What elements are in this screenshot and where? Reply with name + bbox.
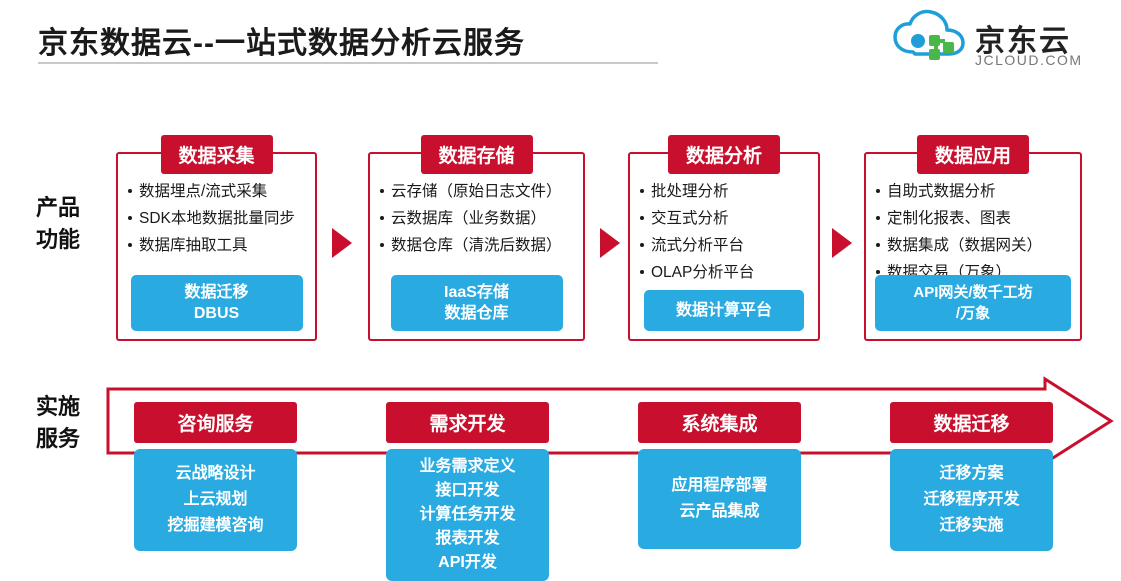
- page-title: 京东数据云--一站式数据分析云服务: [38, 27, 525, 60]
- flow-arrow-1: [332, 228, 352, 258]
- jcloud-logo: 京东云 JCLOUD.COM: [891, 8, 1091, 74]
- service-card-3[interactable]: 系统集成 应用程序部署 云产品集成: [638, 402, 801, 549]
- service-card-1[interactable]: 咨询服务 云战略设计 上云规划 挖掘建模咨询: [134, 402, 297, 551]
- service-item: 业务需求定义: [419, 458, 516, 475]
- stage-chip-line1: IaaS存储: [444, 284, 509, 301]
- service-items-2: 业务需求定义 接口开发 计算任务开发 报表开发 API开发: [386, 449, 549, 581]
- bullet-item: 流式分析平台: [640, 232, 812, 259]
- flow-arrow-2: [600, 228, 620, 258]
- stage-title-4: 数据应用: [916, 135, 1030, 174]
- stage-chip-1[interactable]: 数据迁移 DBUS: [130, 275, 303, 331]
- stage-bullets-4: 自助式数据分析 定制化报表、图表 数据集成（数据网关） 数据交易（万象）: [876, 178, 1074, 286]
- stage-chip-4[interactable]: API网关/数千工坊 /万象: [875, 275, 1071, 331]
- bullet-item: 数据集成（数据网关）: [876, 232, 1074, 259]
- service-item: 云战略设计: [175, 465, 256, 482]
- flow-arrow-3: [832, 228, 852, 258]
- service-card-2[interactable]: 需求开发 业务需求定义 接口开发 计算任务开发 报表开发 API开发: [386, 402, 549, 581]
- stage-chip-3[interactable]: 数据计算平台: [644, 290, 804, 331]
- service-title-4: 数据迁移: [890, 402, 1053, 443]
- bullet-item: 交互式分析: [640, 205, 812, 232]
- service-title-2: 需求开发: [386, 402, 549, 443]
- row-label-product: 产品 功能: [18, 192, 98, 256]
- service-item: 云产品集成: [679, 503, 760, 520]
- bullet-item: OLAP分析平台: [640, 259, 812, 286]
- service-item: 迁移程序开发: [923, 491, 1020, 508]
- service-items-1: 云战略设计 上云规划 挖掘建模咨询: [134, 449, 297, 551]
- service-item: 迁移方案: [939, 465, 1004, 482]
- service-title-3: 系统集成: [638, 402, 801, 443]
- stage-title-3: 数据分析: [667, 135, 781, 174]
- stage-title-1: 数据采集: [160, 135, 273, 174]
- title-divider: [38, 62, 658, 64]
- stage-card-1[interactable]: 数据采集 数据埋点/流式采集 SDK本地数据批量同步 数据库抽取工具 数据迁移 …: [116, 135, 317, 341]
- service-item: 应用程序部署: [671, 477, 768, 494]
- service-card-4[interactable]: 数据迁移 迁移方案 迁移程序开发 迁移实施: [890, 402, 1053, 551]
- stage-bullets-2: 云存储（原始日志文件） 云数据库（业务数据） 数据仓库（清洗后数据）: [380, 178, 577, 259]
- service-items-4: 迁移方案 迁移程序开发 迁移实施: [890, 449, 1053, 551]
- stage-card-4[interactable]: 数据应用 自助式数据分析 定制化报表、图表 数据集成（数据网关） 数据交易（万象…: [864, 135, 1082, 341]
- logo-text-en: JCLOUD.COM: [975, 52, 1083, 68]
- stage-card-2[interactable]: 数据存储 云存储（原始日志文件） 云数据库（业务数据） 数据仓库（清洗后数据） …: [368, 135, 585, 341]
- bullet-item: SDK本地数据批量同步: [128, 205, 309, 232]
- row-label-service-line1: 实施: [35, 394, 80, 419]
- bullet-item: 数据库抽取工具: [128, 232, 309, 259]
- stage-chip-line2: 数据仓库: [444, 305, 509, 322]
- cloud-icon: [893, 9, 965, 60]
- bullet-item: 数据埋点/流式采集: [128, 178, 309, 205]
- bullet-item: 定制化报表、图表: [876, 205, 1074, 232]
- bullet-item: 数据仓库（清洗后数据）: [380, 232, 577, 259]
- stage-chip-line2: /万象: [955, 305, 991, 322]
- bullet-item: 云数据库（业务数据）: [380, 205, 577, 232]
- service-item: 迁移实施: [939, 517, 1004, 534]
- bullet-item: 批处理分析: [640, 178, 812, 205]
- bullet-item: 自助式数据分析: [876, 178, 1074, 205]
- stage-card-3[interactable]: 数据分析 批处理分析 交互式分析 流式分析平台 OLAP分析平台 数据计算平台: [628, 135, 820, 341]
- stage-chip-line2: DBUS: [193, 305, 240, 322]
- stage-chip-2[interactable]: IaaS存储 数据仓库: [390, 275, 563, 331]
- stage-chip-line1: 数据计算平台: [675, 302, 772, 319]
- row-label-service: 实施 服务: [18, 391, 98, 455]
- row-label-service-line2: 服务: [35, 426, 80, 451]
- service-items-3: 应用程序部署 云产品集成: [638, 449, 801, 549]
- service-item: 计算任务开发: [419, 506, 516, 523]
- service-item: 接口开发: [435, 482, 500, 499]
- logo-text-cn: 京东云: [975, 25, 1071, 58]
- stage-bullets-3: 批处理分析 交互式分析 流式分析平台 OLAP分析平台: [640, 178, 812, 286]
- service-item: 上云规划: [183, 491, 248, 508]
- service-title-1: 咨询服务: [134, 402, 297, 443]
- service-item: 挖掘建模咨询: [167, 517, 264, 534]
- service-item: API开发: [438, 554, 497, 571]
- row-label-product-line2: 功能: [35, 227, 80, 252]
- row-label-product-line1: 产品: [35, 195, 80, 220]
- stage-bullets-1: 数据埋点/流式采集 SDK本地数据批量同步 数据库抽取工具: [128, 178, 309, 259]
- stage-chip-line1: API网关/数千工坊: [913, 284, 1033, 301]
- bullet-item: 云存储（原始日志文件）: [380, 178, 577, 205]
- stage-title-2: 数据存储: [420, 135, 533, 174]
- stage-chip-line1: 数据迁移: [184, 284, 249, 301]
- service-item: 报表开发: [435, 530, 500, 547]
